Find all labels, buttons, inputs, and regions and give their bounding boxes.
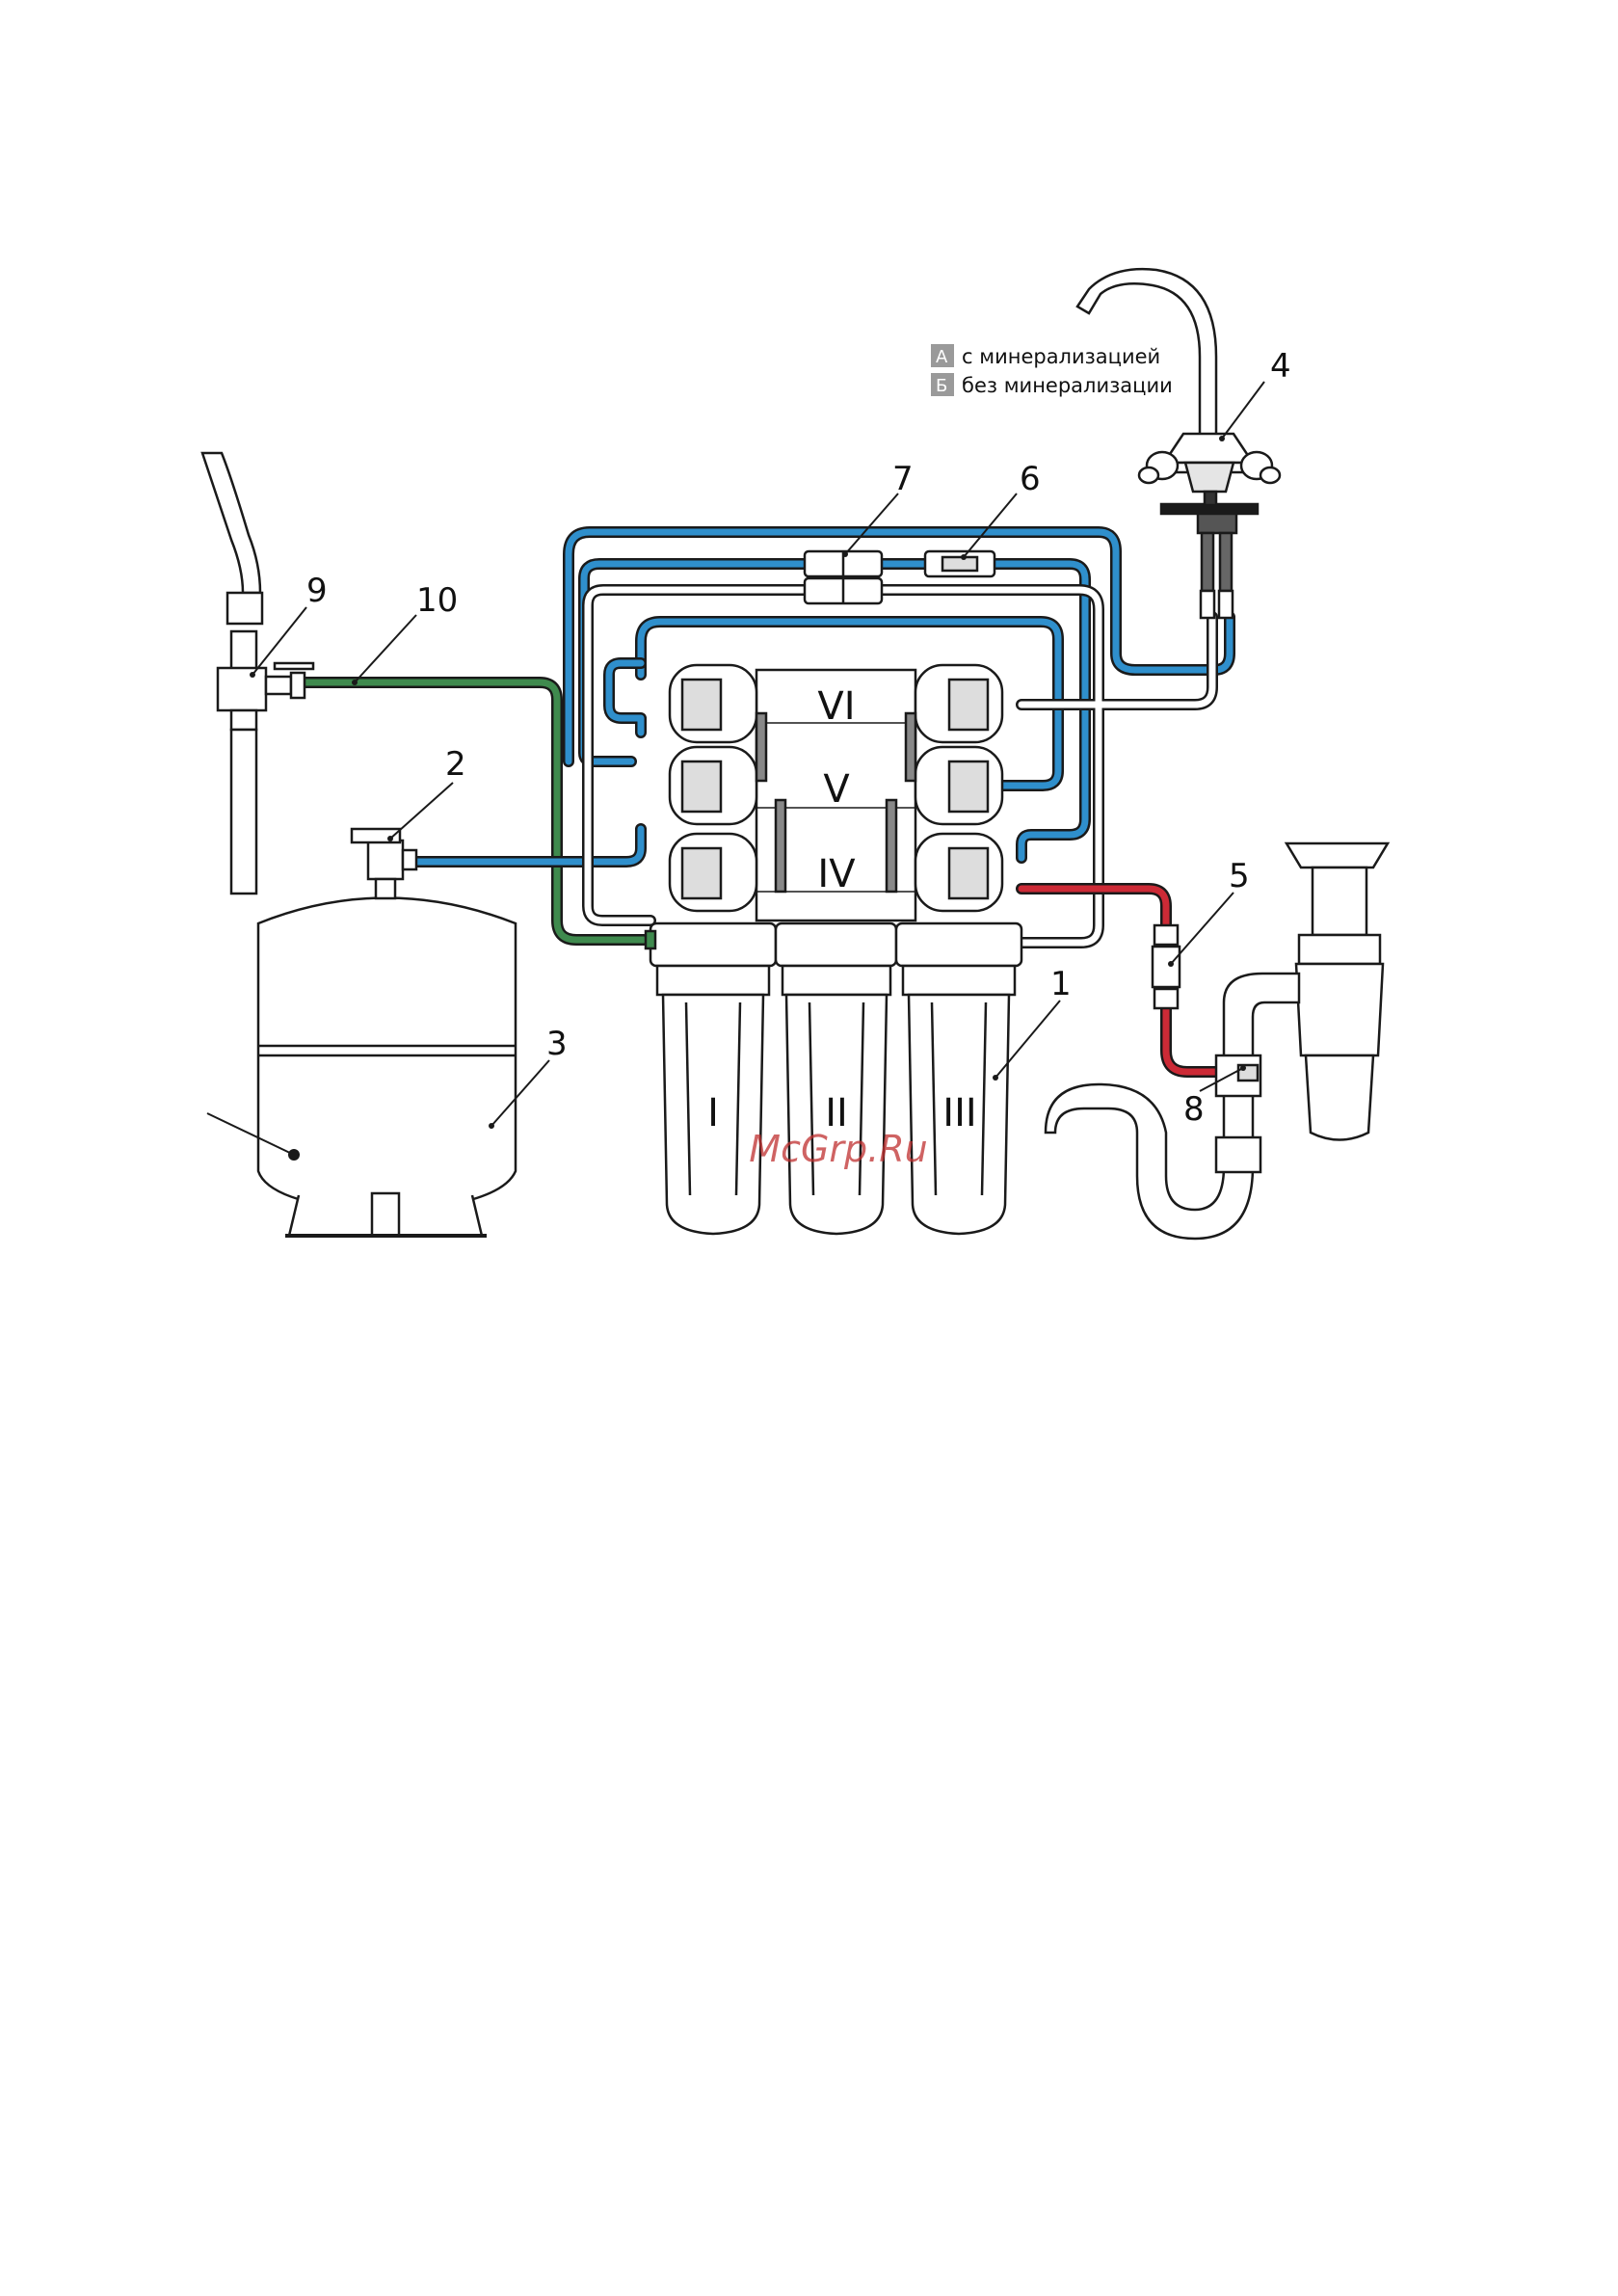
component-7: [805, 551, 882, 603]
housing-2: [776, 923, 896, 1234]
callout-1: 1: [1050, 965, 1072, 1003]
housing-1: [650, 923, 776, 1234]
prefilter-housings: [646, 923, 1021, 1234]
label-housing-1: I: [707, 1091, 719, 1135]
watermark: McGrp.Ru: [749, 1128, 927, 1170]
callout-8: 8: [1183, 1090, 1205, 1129]
legend-key-a: А: [936, 347, 948, 367]
component-5: [1153, 925, 1180, 1008]
callout-4: 4: [1270, 347, 1291, 386]
label-cartridge-vi: VI: [817, 684, 855, 729]
legend-label-a: с минерализацией: [962, 345, 1160, 368]
callout-5: 5: [1229, 857, 1250, 895]
label-cartridge-v: V: [823, 767, 850, 812]
callout-7: 7: [892, 460, 914, 498]
legend-key-b: Б: [936, 376, 947, 396]
callout-6: 6: [1020, 460, 1041, 498]
housing-3: [896, 923, 1021, 1234]
feed-pipe: [202, 453, 313, 894]
faucet: [1077, 269, 1280, 618]
storage-tank: [258, 829, 516, 1236]
callout-9: 9: [306, 572, 328, 610]
label-cartridge-iv: IV: [817, 852, 856, 896]
legend-label-b: без минерализации: [962, 374, 1173, 397]
legend: А с минерализацией Б без минерализации: [931, 344, 1173, 397]
component-6: [925, 551, 995, 576]
callout-2: 2: [445, 745, 466, 784]
callout-3: 3: [546, 1025, 568, 1063]
callout-10: 10: [416, 581, 458, 620]
label-housing-3: III: [942, 1091, 976, 1135]
